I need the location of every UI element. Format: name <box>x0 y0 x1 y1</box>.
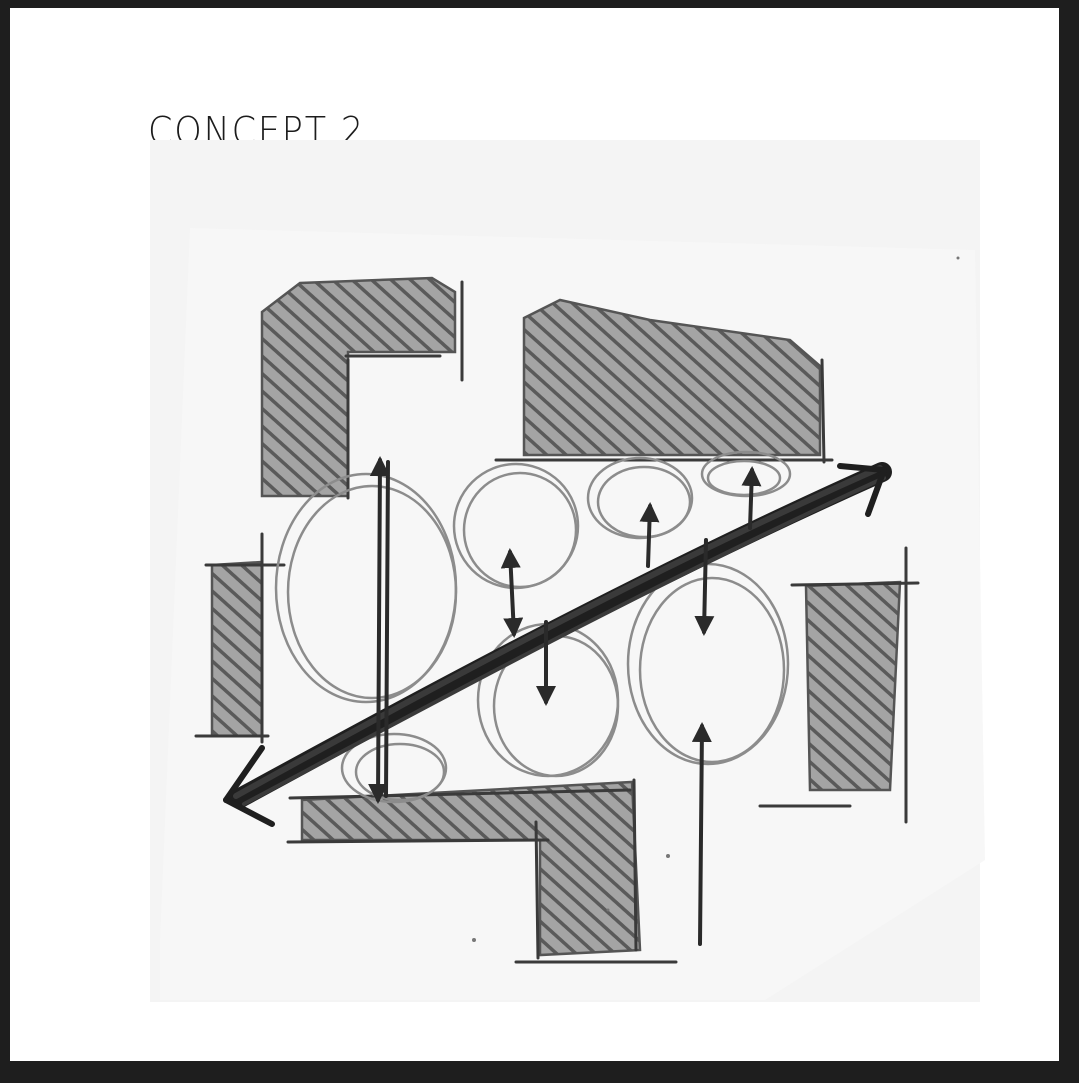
double-arrow <box>386 462 388 796</box>
double-arrow <box>750 470 752 528</box>
hatched-block-right <box>806 582 900 790</box>
double-arrow <box>700 726 702 944</box>
hatched-block-left <box>212 562 262 736</box>
double-arrow <box>648 506 650 566</box>
double-arrow <box>378 460 380 800</box>
double-arrow <box>704 540 706 632</box>
